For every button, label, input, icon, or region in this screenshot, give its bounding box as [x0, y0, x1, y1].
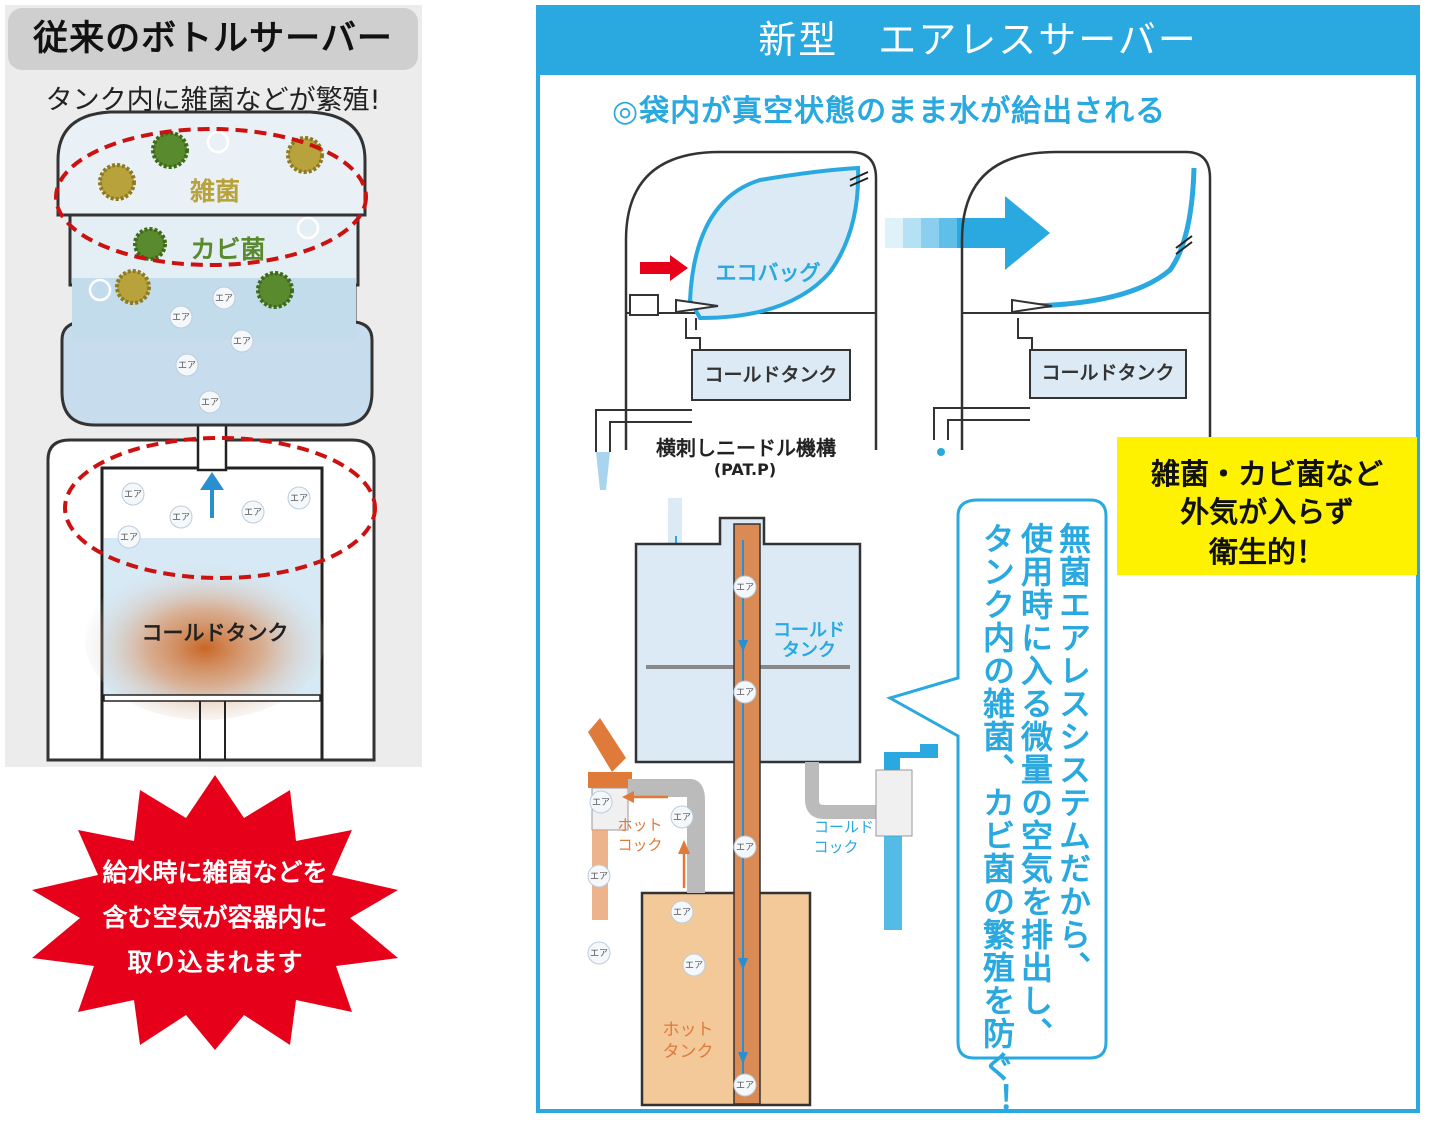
bottle-server-diagram: 雑菌 カビ菌 エア エア エア エア エア エア エア エア エア エア コール…	[32, 110, 398, 1050]
svg-text:エア: エア	[736, 1081, 754, 1091]
svg-text:エア: エア	[673, 908, 691, 918]
hygiene-callout: 雑菌・カビ菌など 外気が入らず 衛生的！	[1117, 437, 1417, 575]
highlight-ellipse-top	[54, 127, 368, 267]
svg-text:エア: エア	[215, 294, 233, 304]
needle-sub-label: (PAT.P)	[714, 460, 776, 479]
svg-text:エア: エア	[172, 313, 190, 323]
cold-cock-text-2: コック	[813, 838, 858, 856]
highlight-ellipse-bottom	[63, 436, 377, 580]
right-header	[536, 5, 1420, 75]
svg-text:エア: エア	[673, 813, 691, 823]
air-bubbles: エア エア エア エア エア エア エア エア エア エア	[117, 286, 311, 549]
burst-text-2: 含む空気が容器内に	[102, 903, 328, 932]
hot-tank-text-2: タンク	[663, 1042, 714, 1062]
right-title: 新型 エアレスサーバー	[758, 18, 1198, 62]
hot-cock-text-2: コック	[617, 836, 662, 854]
eco-bag-label: エコバッグ	[716, 261, 821, 285]
needle-label: 横刺しニードル機構	[656, 436, 836, 460]
empty-bubbles	[88, 130, 320, 302]
cold-tank-label-1: コールドタンク	[704, 364, 837, 386]
burst-text-3: 取り込まれます	[127, 948, 303, 977]
svg-text:エア: エア	[244, 508, 262, 518]
svg-text:エア: エア	[590, 949, 608, 959]
right-subtitle: ◎袋内が真空状態のまま水が給出される	[612, 94, 1167, 129]
cold-tank-text-2: タンク	[782, 640, 836, 661]
unit-after	[933, 150, 1212, 456]
germ-glow	[85, 560, 325, 720]
cold-tank-box-2	[1029, 349, 1187, 399]
germ-label-2: カビ菌	[190, 235, 265, 264]
left-title: 従来のボトルサーバー	[33, 19, 393, 59]
cold-tank-box-1	[691, 349, 851, 401]
germ-icons	[98, 131, 324, 309]
left-title-box	[8, 8, 418, 70]
speech-bubble	[886, 498, 1108, 1060]
eco-bag-flat	[1029, 167, 1197, 309]
germ-label-1: 雑菌	[189, 177, 240, 206]
bubble-col-3: タンク内の雑菌、カビ菌の繁殖を防ぐ！	[978, 522, 1016, 1116]
svg-text:エア: エア	[290, 494, 308, 504]
callout-line-3: 衛生的！	[1208, 535, 1325, 569]
svg-text:エア: エア	[201, 398, 219, 408]
hot-tank-vessel	[640, 891, 812, 1107]
svg-text:エア: エア	[736, 688, 754, 698]
svg-text:エア: エア	[590, 872, 608, 882]
svg-text:エア: エア	[178, 361, 196, 371]
tank-system	[588, 498, 938, 1107]
bottle-top	[56, 110, 367, 217]
svg-text:エア: エア	[233, 337, 251, 347]
svg-text:エア: エア	[592, 798, 610, 808]
burst-text-1: 給水時に雑菌などを	[102, 858, 328, 887]
svg-text:エア: エア	[124, 490, 142, 500]
bottle-neck	[196, 423, 228, 472]
alert-burst	[32, 775, 398, 1050]
hot-cock-text-1: ホット	[617, 816, 662, 834]
svg-text:エア: エア	[736, 583, 754, 593]
tank-shelf	[103, 694, 321, 702]
bubble-col-1: 無菌エアレスシステムだから、	[1054, 522, 1092, 984]
red-arrow	[640, 255, 688, 281]
svg-text:エア: エア	[736, 843, 754, 853]
central-pipe	[733, 523, 761, 1105]
svg-text:エア: エア	[172, 513, 190, 523]
svg-text:エア: エア	[685, 961, 703, 971]
hot-tank-text-1: ホット	[663, 1020, 714, 1040]
eco-bag-full	[687, 165, 861, 321]
unit-before	[595, 150, 878, 490]
process-arrow	[885, 196, 1050, 270]
left-cold-tank-label: コールドタンク	[142, 621, 289, 645]
cold-cock-text-1: コールド	[814, 818, 874, 836]
bubble-col-2: 使用時に入る微量の空気を排出し、	[1016, 522, 1054, 1050]
cold-tank-label-2: コールドタンク	[1041, 362, 1174, 384]
callout-line-1: 雑菌・カビ菌など	[1150, 457, 1383, 491]
right-air-bubbles: エア エア エア エア エア エア エア エア エア エア	[587, 575, 757, 1097]
cold-tank-text-1: コールド	[773, 620, 845, 641]
svg-text:エア: エア	[120, 533, 138, 543]
callout-line-2: 外気が入らず	[1180, 495, 1354, 529]
